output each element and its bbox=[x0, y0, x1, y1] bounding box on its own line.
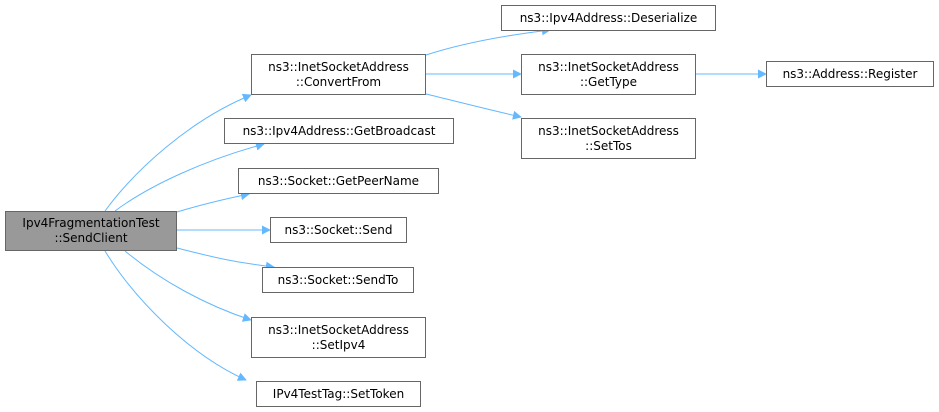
node-ipv4address-getbroadcast[interactable]: ns3::Ipv4Address::GetBroadcast bbox=[224, 118, 454, 144]
node-label-line1: ns3::Address::Register bbox=[782, 66, 918, 81]
node-ipv4fragmentationtest-sendclient: Ipv4FragmentationTest ::SendClient bbox=[5, 211, 177, 251]
node-socket-send[interactable]: ns3::Socket::Send bbox=[270, 217, 407, 243]
node-inetsocketaddress-gettype[interactable]: ns3::InetSocketAddress ::GetType bbox=[521, 54, 696, 95]
node-label-line1: ns3::Socket::SendTo bbox=[277, 272, 399, 287]
edge-root-to-sendTo bbox=[176, 247, 275, 271]
node-label-line1: ns3::InetSocketAddress bbox=[268, 59, 409, 74]
edge-convertFrom-to-setTos bbox=[425, 93, 522, 120]
node-label-line2: ::ConvertFrom bbox=[295, 74, 382, 89]
node-label-line2: ::SetTos bbox=[585, 138, 632, 153]
node-inetsocketaddress-convertfrom[interactable]: ns3::InetSocketAddress ::ConvertFrom bbox=[251, 54, 426, 95]
node-label-line1: ns3::InetSocketAddress bbox=[268, 322, 409, 337]
edge-root-to-convertFrom bbox=[104, 93, 252, 212]
edge-root-to-getPeerName bbox=[176, 191, 250, 213]
node-label-line1: ns3::InetSocketAddress bbox=[538, 59, 679, 74]
node-socket-sendto[interactable]: ns3::Socket::SendTo bbox=[262, 267, 414, 293]
node-ipv4testtag-settoken[interactable]: IPv4TestTag::SetToken bbox=[256, 381, 421, 407]
node-ipv4address-deserialize[interactable]: ns3::Ipv4Address::Deserialize bbox=[501, 5, 716, 31]
node-label-line1: ns3::InetSocketAddress bbox=[538, 123, 679, 138]
edge-root-to-setIpv4 bbox=[124, 250, 252, 322]
edge-root-to-setToken bbox=[104, 250, 247, 381]
node-inetsocketaddress-settos[interactable]: ns3::InetSocketAddress ::SetTos bbox=[521, 118, 696, 159]
node-label-line1: ns3::Socket::GetPeerName bbox=[257, 173, 420, 188]
node-label-line1: IPv4TestTag::SetToken bbox=[272, 386, 405, 401]
node-label-line2: ::SetIpv4 bbox=[311, 337, 366, 352]
node-socket-getpeername[interactable]: ns3::Socket::GetPeerName bbox=[238, 168, 439, 194]
node-label-line1: ns3::Ipv4Address::GetBroadcast bbox=[242, 123, 436, 138]
edge-convertFrom-to-deserialize bbox=[425, 26, 551, 56]
node-inetsocketaddress-setipv4[interactable]: ns3::InetSocketAddress ::SetIpv4 bbox=[251, 317, 426, 358]
node-label-line1: ns3::Socket::Send bbox=[284, 222, 393, 237]
node-label-line1: Ipv4FragmentationTest bbox=[22, 216, 160, 230]
node-label-line2: ::SendClient bbox=[54, 231, 128, 245]
edge-root-to-getBroadcast bbox=[114, 141, 265, 212]
node-label-line1: ns3::Ipv4Address::Deserialize bbox=[519, 10, 698, 25]
node-label-line2: ::GetType bbox=[579, 74, 638, 89]
node-address-register[interactable]: ns3::Address::Register bbox=[766, 61, 934, 87]
